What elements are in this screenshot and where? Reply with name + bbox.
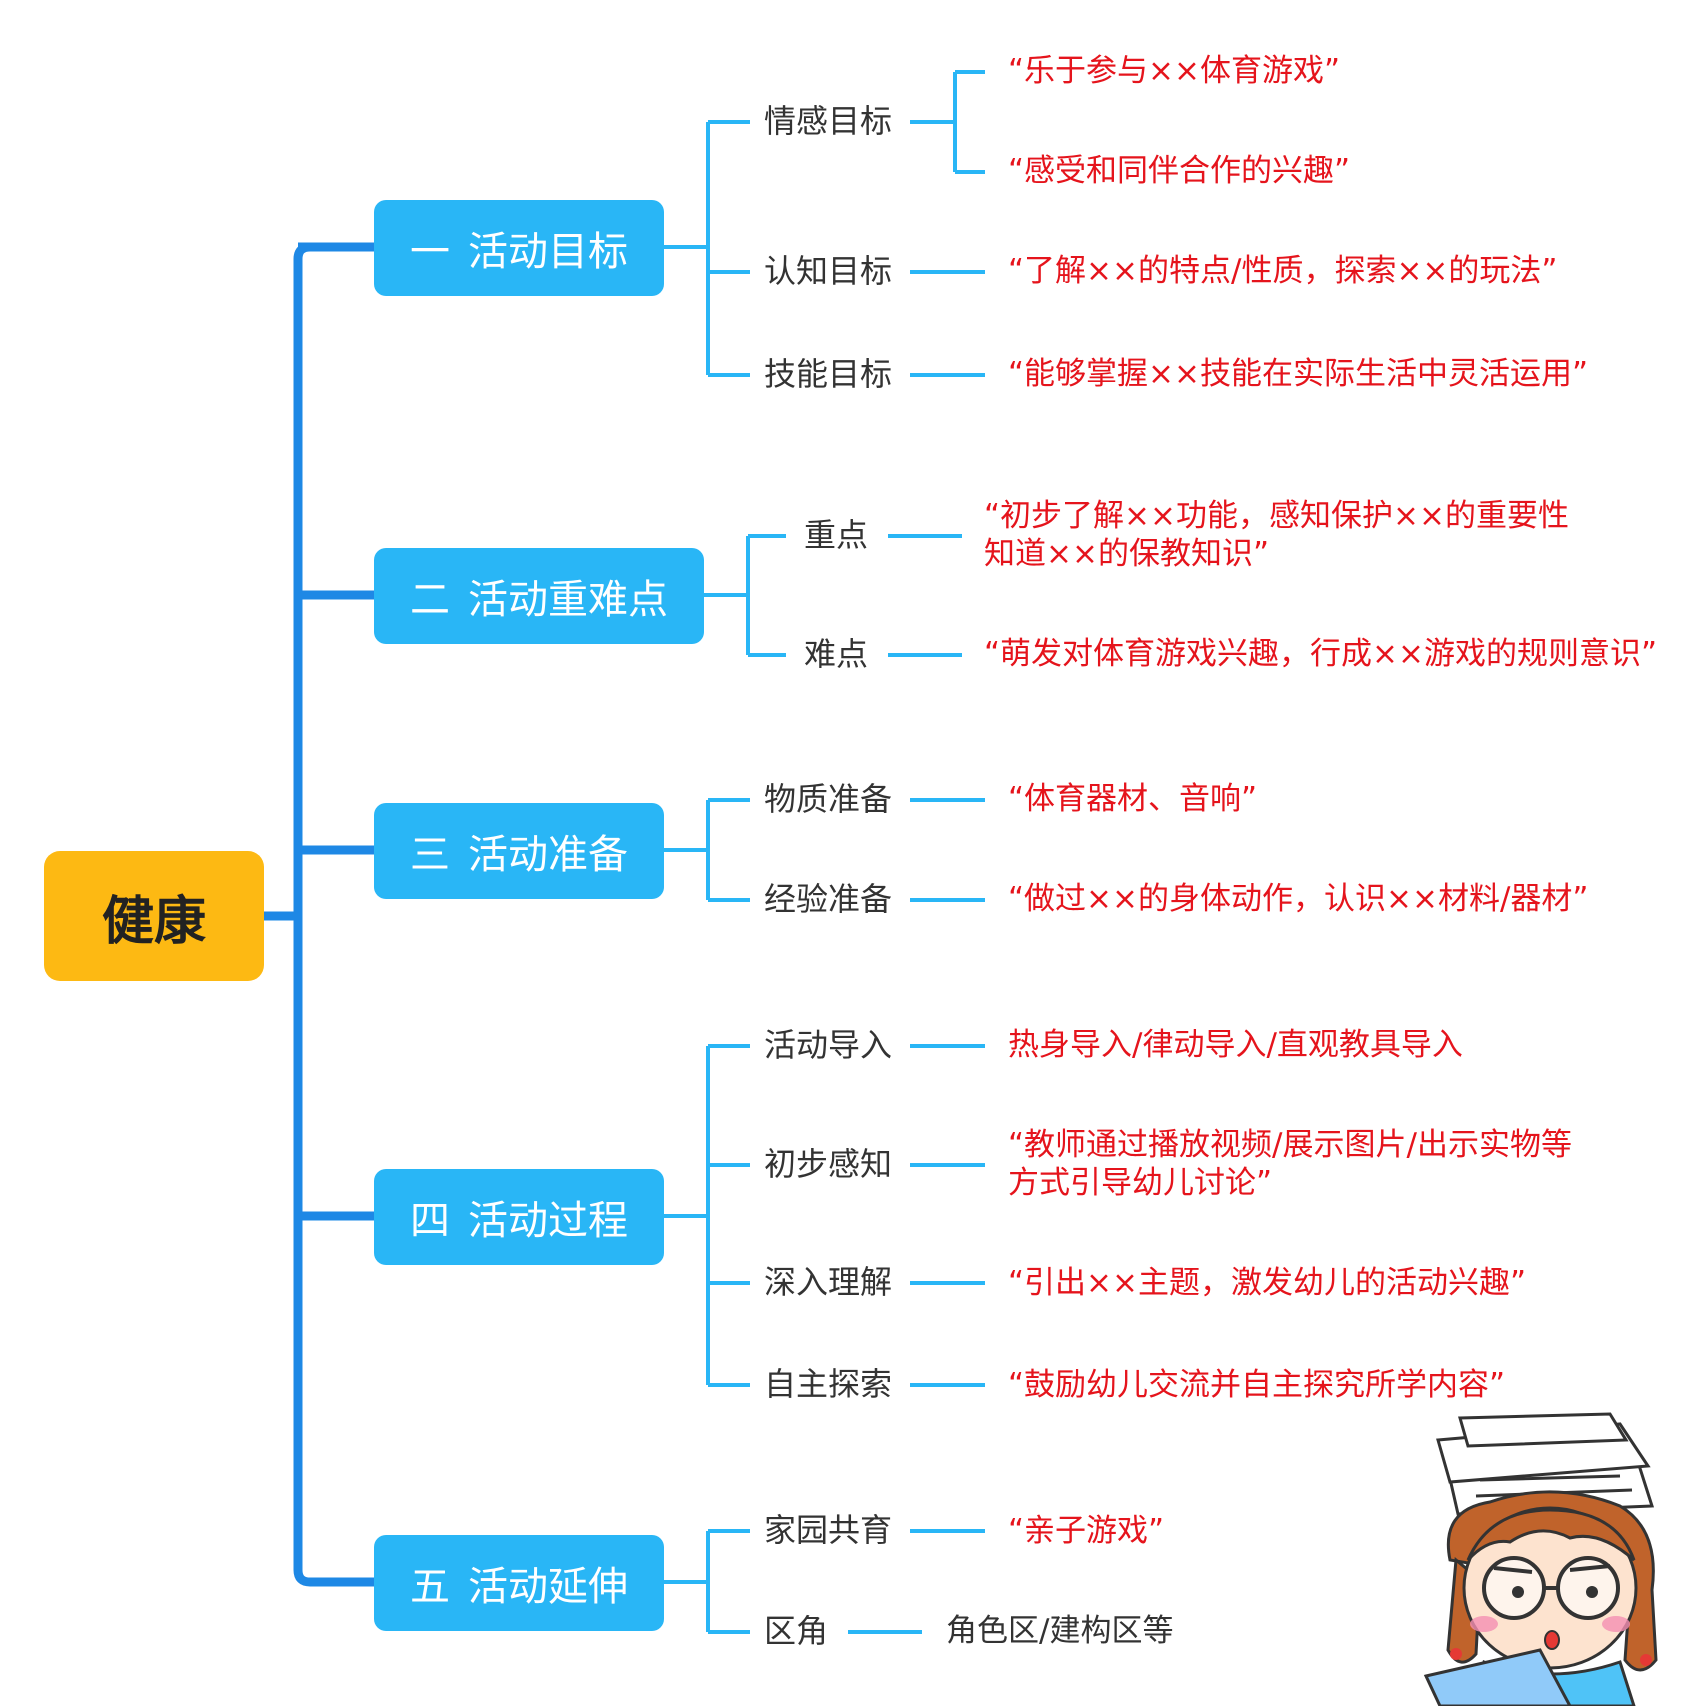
root-label: 健康 — [101, 891, 206, 952]
sub-node-deep-understanding: 深入理解 — [764, 1263, 893, 1301]
leaf-text: “亲子游戏” — [1008, 1513, 1165, 1549]
leaf-text: 知道××的保教知识” — [984, 536, 1270, 572]
sub-node-activity-intro: 活动导入 — [764, 1026, 893, 1064]
sub-node-material-prep: 物质准备 — [764, 780, 893, 818]
sub-node-self-exploration: 自主探索 — [764, 1365, 893, 1403]
section-node-4: 四 活动过程 — [374, 1169, 664, 1265]
section-title: 活动重难点 — [468, 577, 668, 623]
section-title: 活动目标 — [468, 229, 628, 275]
leaf-text: “鼓励幼儿交流并自主探究所学内容” — [1008, 1367, 1506, 1403]
root-node: 健康 — [44, 851, 264, 981]
sub-node-emotion-goal: 情感目标 — [764, 102, 893, 140]
leaf-text: 热身导入/律动导入/直观教具导入 — [1008, 1027, 1463, 1063]
section-number: 五 — [410, 1564, 450, 1610]
section-title: 活动准备 — [468, 832, 628, 878]
leaf-text: “初步了解××功能，感知保护××的重要性 — [984, 498, 1569, 534]
cartoon-girl-illustration — [1423, 1412, 1658, 1706]
leaf-text: “了解××的特点/性质，探索××的玩法” — [1008, 253, 1558, 289]
leaf-text: 方式引导幼儿讨论” — [1008, 1165, 1273, 1201]
sub-node-home-school: 家园共育 — [764, 1511, 893, 1549]
leaf-text: “教师通过播放视频/展示图片/出示实物等 — [1008, 1127, 1572, 1163]
section-node-3: 三 活动准备 — [374, 803, 664, 899]
section-number: 四 — [410, 1198, 450, 1244]
leaf-text: “感受和同伴合作的兴趣” — [1008, 153, 1351, 189]
sub-node-corner-area: 区角 — [764, 1612, 829, 1650]
section-number: 三 — [410, 832, 450, 878]
sub-node-initial-perception: 初步感知 — [764, 1145, 893, 1183]
section-title: 活动过程 — [468, 1198, 628, 1244]
sub-node-difficult-point: 难点 — [804, 635, 869, 673]
section-number: 二 — [410, 577, 450, 623]
leaf-text: “体育器材、音响” — [1008, 781, 1258, 817]
leaf-text: “能够掌握××技能在实际生活中灵活运用” — [1008, 356, 1589, 392]
sub-node-skill-goal: 技能目标 — [764, 355, 893, 393]
sub-node-cognitive-goal: 认知目标 — [764, 252, 893, 290]
section-number: 一 — [410, 229, 450, 275]
sub-node-experience-prep: 经验准备 — [764, 880, 893, 918]
sub-node-key-point: 重点 — [804, 516, 869, 554]
leaf-text: 角色区/建构区等 — [946, 1613, 1174, 1649]
leaf-text: “做过××的身体动作，认识××材料/器材” — [1008, 881, 1589, 917]
section-node-5: 五 活动延伸 — [374, 1535, 664, 1631]
section-title: 活动延伸 — [468, 1564, 628, 1610]
section-node-2: 二 活动重难点 — [374, 548, 704, 644]
leaf-text: “引出××主题，激发幼儿的活动兴趣” — [1008, 1265, 1527, 1301]
leaf-text: “乐于参与××体育游戏” — [1008, 53, 1341, 89]
section-node-1: 一 活动目标 — [374, 200, 664, 296]
leaf-text: “萌发对体育游戏兴趣，行成××游戏的规则意识” — [984, 636, 1658, 672]
